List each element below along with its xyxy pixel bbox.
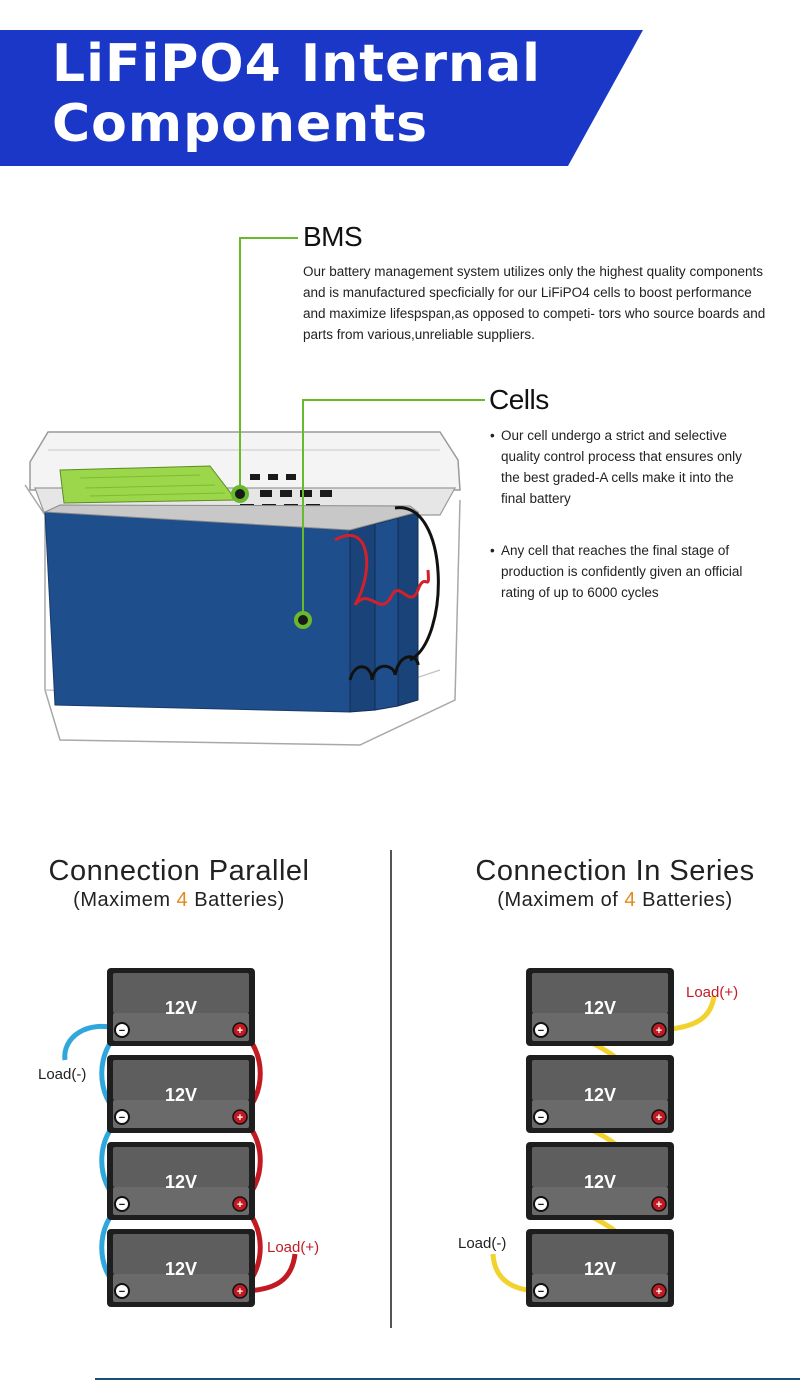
series-battery-4-neg-terminal	[533, 1283, 549, 1299]
series-load-pos-label: Load(+)	[686, 984, 738, 1001]
parallel-battery-3-label: 12V	[165, 1172, 197, 1192]
series-subtitle-pre: (Maximem of	[497, 889, 625, 911]
parallel-battery-2-neg-terminal	[114, 1109, 130, 1125]
parallel-battery-1-label: 12V	[165, 998, 197, 1018]
series-load-neg-label: Load(-)	[458, 1235, 506, 1252]
parallel-subtitle-pre: (Maximem	[73, 889, 177, 911]
header-banner-shape	[0, 30, 643, 166]
series-battery-4-label: 12V	[584, 1259, 616, 1279]
parallel-title: Connection Parallel	[48, 855, 310, 887]
series-battery-2-pos-sign: +	[656, 1112, 662, 1124]
parallel-battery-4-pos-terminal	[232, 1283, 248, 1299]
parallel-battery-4-body	[113, 1274, 249, 1302]
series-battery-1-pos-sign: +	[656, 1025, 662, 1037]
parallel-load-neg-label: Load(-)	[38, 1066, 86, 1083]
series-battery-2-neg-terminal	[533, 1109, 549, 1125]
parallel-battery-3-pos-sign: +	[237, 1199, 243, 1211]
series-battery-1-neg-sign: −	[538, 1025, 544, 1037]
parallel-battery-4-label: 12V	[165, 1259, 197, 1279]
page-title: LiFiPO4 Internal Components	[52, 34, 541, 154]
parallel-battery-3-top	[113, 1147, 249, 1187]
cells-heading: Cells	[489, 384, 549, 415]
parallel-battery-4-pos-sign: +	[237, 1286, 243, 1298]
cells-bullet-1: • Our cell undergo a strict and selectiv…	[490, 425, 756, 509]
cells-bullet-2-text: Any cell that reaches the final stage of…	[501, 543, 743, 600]
series-battery-1-neg-terminal	[533, 1022, 549, 1038]
cell-block-top	[44, 504, 420, 531]
red-balance-wires	[334, 533, 430, 606]
battery-cutaway-illustration	[24, 237, 485, 746]
parallel-battery-3-neg-terminal	[114, 1196, 130, 1212]
parallel-battery-2-pos-terminal	[232, 1109, 248, 1125]
series-battery-1-body	[532, 1013, 668, 1041]
series-battery-3-top	[532, 1147, 668, 1187]
parallel-subtitle-post: Batteries)	[188, 889, 285, 911]
series-battery-4-body	[532, 1274, 668, 1302]
parallel-battery-3-body	[113, 1187, 249, 1215]
parallel-battery-1-neg-sign: −	[119, 1025, 125, 1037]
parallel-battery-2-neg-sign: −	[119, 1112, 125, 1124]
parallel-battery-4-neg-terminal	[114, 1283, 130, 1299]
parallel-battery-1-pos-terminal	[232, 1022, 248, 1038]
series-subtitle-number: 4	[624, 889, 637, 911]
parallel-battery-3-neg-sign: −	[119, 1199, 125, 1211]
series-battery-1-pos-terminal	[651, 1022, 667, 1038]
bullet-dot: •	[490, 543, 495, 558]
series-battery-3-neg-terminal	[533, 1196, 549, 1212]
cells-callout-marker	[294, 611, 312, 629]
series-battery-1-top	[532, 973, 668, 1013]
black-balance-wires	[348, 506, 440, 681]
series-battery-3-neg-sign: −	[538, 1199, 544, 1211]
series-battery-2-top	[532, 1060, 668, 1100]
parallel-battery-3-pos-terminal	[232, 1196, 248, 1212]
parallel-battery-2-label: 12V	[165, 1085, 197, 1105]
series-battery-3-body	[532, 1187, 668, 1215]
series-battery-3-label: 12V	[584, 1172, 616, 1192]
bullet-dot: •	[490, 428, 495, 443]
parallel-battery-2-body	[113, 1100, 249, 1128]
bms-callout-marker	[231, 485, 249, 503]
section-divider	[390, 850, 392, 1328]
cells-bullet-1-text: Our cell undergo a strict and selective …	[501, 428, 742, 506]
header-banner	[0, 30, 643, 166]
series-title: Connection In Series	[475, 855, 755, 887]
series-subtitle: (Maximem of 4 Batteries)	[430, 889, 800, 912]
parallel-subtitle: (Maximem 4 Batteries)	[0, 889, 358, 912]
series-battery-3-pos-sign: +	[656, 1199, 662, 1211]
parallel-subtitle-number: 4	[176, 889, 189, 911]
series-battery-4-top	[532, 1234, 668, 1274]
series-battery-4-neg-sign: −	[538, 1286, 544, 1298]
bms-heading: BMS	[303, 221, 363, 252]
series-battery-3-pos-terminal	[651, 1196, 667, 1212]
parallel-battery-1-body	[113, 1013, 249, 1041]
series-battery-2-body	[532, 1100, 668, 1128]
series-subtitle-post: Batteries)	[636, 889, 733, 911]
parallel-battery-1-neg-terminal	[114, 1022, 130, 1038]
callout-lines	[239, 237, 485, 620]
series-battery-4-pos-sign: +	[656, 1286, 662, 1298]
bms-board-detail	[79, 474, 226, 497]
series-battery-2-pos-terminal	[651, 1109, 667, 1125]
parallel-load-pos-label: Load(+)	[267, 1239, 319, 1256]
parallel-battery-4-top	[113, 1234, 249, 1274]
parallel-battery-2-top	[113, 1060, 249, 1100]
series-battery-1-label: 12V	[584, 998, 616, 1018]
series-battery-2-neg-sign: −	[538, 1112, 544, 1124]
series-battery-4-pos-terminal	[651, 1283, 667, 1299]
parallel-battery-2-pos-sign: +	[237, 1112, 243, 1124]
series-battery-2-label: 12V	[584, 1085, 616, 1105]
parallel-battery-4-neg-sign: −	[119, 1286, 125, 1298]
parallel-battery-1-top	[113, 973, 249, 1013]
bottom-rule	[95, 1378, 800, 1380]
parallel-battery-1-pos-sign: +	[237, 1025, 243, 1037]
bms-description: Our battery management system utilizes o…	[303, 264, 766, 342]
cells-bullet-2: • Any cell that reaches the final stage …	[490, 540, 756, 603]
